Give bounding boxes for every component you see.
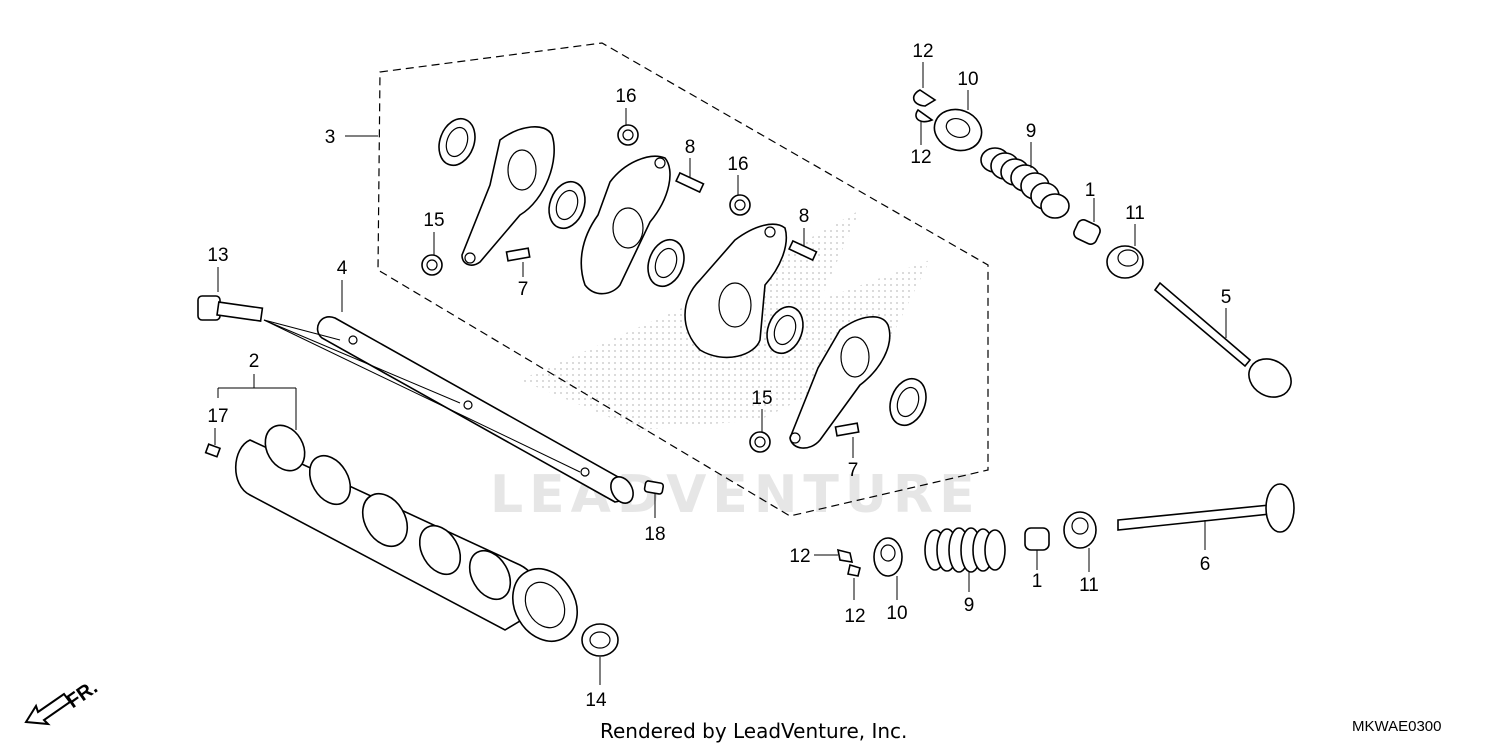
callout-11: 11 [1079, 575, 1099, 596]
callout-12: 12 [789, 546, 810, 567]
front-arrow-icon [24, 692, 72, 726]
leader-lines [214, 62, 1227, 685]
callout-12: 12 [912, 41, 933, 62]
callout-4: 4 [337, 258, 348, 279]
valve-bottom [1117, 483, 1295, 533]
rocker-shaft-bolt [197, 295, 264, 322]
callout-6: 6 [1200, 554, 1211, 575]
callout-11: 11 [1125, 203, 1145, 224]
callout-18: 18 [644, 524, 665, 545]
front-direction-label: FR. [63, 676, 102, 713]
valve-train-bottom [836, 483, 1295, 577]
callout-13: 13 [207, 245, 228, 266]
valve-spring-top [980, 147, 1070, 219]
callout-12: 12 [910, 147, 931, 168]
valve-spring-bottom [924, 527, 1006, 573]
callout-12: 12 [844, 606, 865, 627]
callout-10: 10 [957, 69, 978, 90]
callout-15: 15 [751, 388, 772, 409]
callout-labels: 1 1 2 3 4 5 6 7 7 8 8 9 9 10 10 11 11 12… [207, 41, 1231, 711]
callout-9: 9 [964, 595, 975, 616]
callout-17: 17 [207, 406, 228, 427]
cam-plug [581, 623, 619, 657]
rocker-arm-group [421, 117, 927, 453]
rocker-arm-assembly-outline [377, 42, 989, 517]
valve-train-top [912, 89, 1292, 398]
dowel-pin [204, 443, 222, 458]
callout-10: 10 [886, 603, 907, 624]
callout-7: 7 [518, 279, 529, 300]
front-direction-indicator: FR. [24, 676, 102, 726]
callout-9: 9 [1026, 121, 1037, 142]
credit-text: Rendered by LeadVenture, Inc. [600, 719, 907, 743]
callout-8: 8 [685, 137, 696, 158]
callout-15: 15 [423, 210, 444, 231]
camshaft [235, 424, 578, 642]
pin [643, 480, 665, 495]
callout-3: 3 [325, 127, 336, 148]
callout-5: 5 [1221, 287, 1232, 308]
rocker-shaft [263, 316, 634, 504]
callout-16: 16 [727, 154, 748, 175]
callout-2: 2 [249, 351, 260, 372]
diagram-code: MKWAE0300 [1352, 718, 1441, 735]
valve-top [1153, 281, 1292, 398]
callout-1: 1 [1032, 571, 1043, 592]
callout-14: 14 [585, 690, 607, 711]
callout-7: 7 [848, 460, 859, 481]
callout-8: 8 [799, 206, 810, 227]
callout-1: 1 [1085, 180, 1096, 201]
callout-16: 16 [615, 86, 636, 107]
